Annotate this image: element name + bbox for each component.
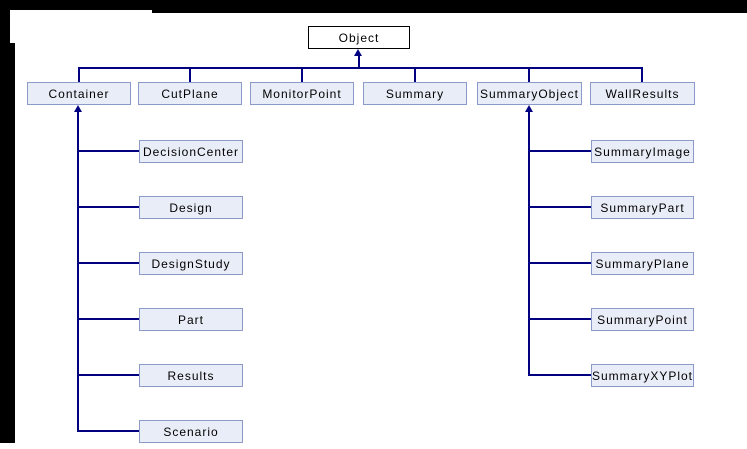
black-margin-top-left	[0, 0, 152, 10]
class-box-scenario[interactable]: Scenario	[139, 420, 243, 443]
connector-stub-summary	[414, 67, 416, 82]
connector-object-stem	[358, 53, 360, 69]
class-box-summaryobject[interactable]: SummaryObject	[477, 82, 582, 105]
connector-row1-horizontal	[78, 67, 642, 69]
connector-branch-summarypoint	[529, 318, 591, 320]
connector-branch-design	[78, 206, 139, 208]
connector-stub-container	[78, 67, 80, 82]
class-box-part[interactable]: Part	[139, 308, 243, 331]
connector-branch-summaryplane	[529, 262, 591, 264]
connector-summaryobject-trunk	[528, 109, 530, 376]
connector-branch-scenario	[78, 430, 139, 432]
class-box-summaryimage[interactable]: SummaryImage	[591, 140, 694, 163]
black-margin-left-narrow	[0, 10, 10, 43]
arrowhead-object-icon	[354, 49, 362, 56]
connector-branch-results	[78, 374, 139, 376]
class-box-object: Object	[308, 26, 410, 49]
connector-branch-decisioncenter	[78, 150, 139, 152]
class-box-container[interactable]: Container	[27, 82, 131, 105]
connector-branch-designstudy	[78, 262, 139, 264]
connector-branch-summarypart	[529, 206, 591, 208]
class-box-monitorpoint[interactable]: MonitorPoint	[250, 82, 354, 105]
black-margin-top-right	[152, 0, 747, 13]
connector-branch-part	[78, 318, 139, 320]
connector-stub-cutplane	[189, 67, 191, 82]
black-margin-left-wide	[0, 43, 15, 443]
class-box-design[interactable]: Design	[139, 196, 243, 219]
connector-branch-summaryimage	[529, 150, 591, 152]
class-box-cutplane[interactable]: CutPlane	[138, 82, 242, 105]
class-box-wallresults[interactable]: WallResults	[590, 82, 695, 105]
connector-stub-monitorpoint	[301, 67, 303, 82]
connector-branch-summaryxyplot	[529, 374, 591, 376]
connector-stub-wallresults	[641, 67, 643, 82]
class-box-summary[interactable]: Summary	[363, 82, 467, 105]
class-box-summaryplane[interactable]: SummaryPlane	[591, 252, 694, 275]
class-box-results[interactable]: Results	[139, 364, 243, 387]
arrowhead-summaryobject-icon	[525, 105, 533, 112]
class-box-summaryxyplot[interactable]: SummaryXYPlot	[591, 364, 694, 387]
arrowhead-container-icon	[74, 105, 82, 112]
class-box-summarypart[interactable]: SummaryPart	[591, 196, 694, 219]
connector-container-trunk	[77, 109, 79, 432]
class-box-designstudy[interactable]: DesignStudy	[139, 252, 243, 275]
class-box-summarypoint[interactable]: SummaryPoint	[591, 308, 694, 331]
connector-stub-summaryobject	[528, 67, 530, 82]
class-box-decisioncenter[interactable]: DecisionCenter	[139, 140, 243, 163]
